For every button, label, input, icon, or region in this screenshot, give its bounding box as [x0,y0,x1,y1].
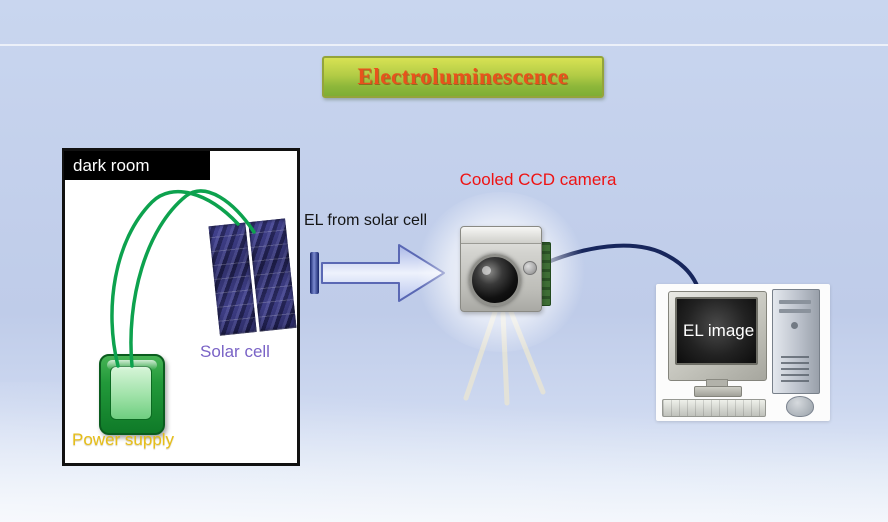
solar-cell-label: Solar cell [200,342,270,361]
power-supply-label: Power supply [72,430,175,449]
arrow-connector-bar [310,252,319,294]
dark-room-label-bar: dark room [64,151,210,180]
ccd-camera-label: Cooled CCD camera [459,170,617,189]
camera-lens [469,254,521,306]
tower-drive-slot [779,300,811,304]
power-supply-shine [107,360,157,370]
camera-top-cap [461,227,541,244]
tower-power-button [791,322,798,329]
solar-cell-image [208,218,297,336]
monitor-frame: EL image [668,291,767,381]
monitor-stand-base [694,386,742,397]
camera-body [460,226,542,312]
el-arrow-label: EL from solar cell [304,212,427,229]
slide-title: Electroluminescence [357,64,569,89]
el-image-label: EL image [683,321,755,340]
camera-lens-highlight [482,266,491,275]
ccd-camera-image [416,192,586,352]
keyboard [662,399,766,417]
camera-knob [523,261,537,275]
tower-drive-slot [779,309,811,313]
top-divider-line [0,44,888,46]
title-banner: Electroluminescence [322,56,604,98]
power-supply-screen [110,366,152,420]
monitor-screen: EL image [675,297,758,365]
mouse [786,396,814,417]
tower-vents [781,352,809,382]
computer-tower [772,289,820,394]
dark-room-label: dark room [73,155,150,175]
power-supply-image [99,354,165,435]
